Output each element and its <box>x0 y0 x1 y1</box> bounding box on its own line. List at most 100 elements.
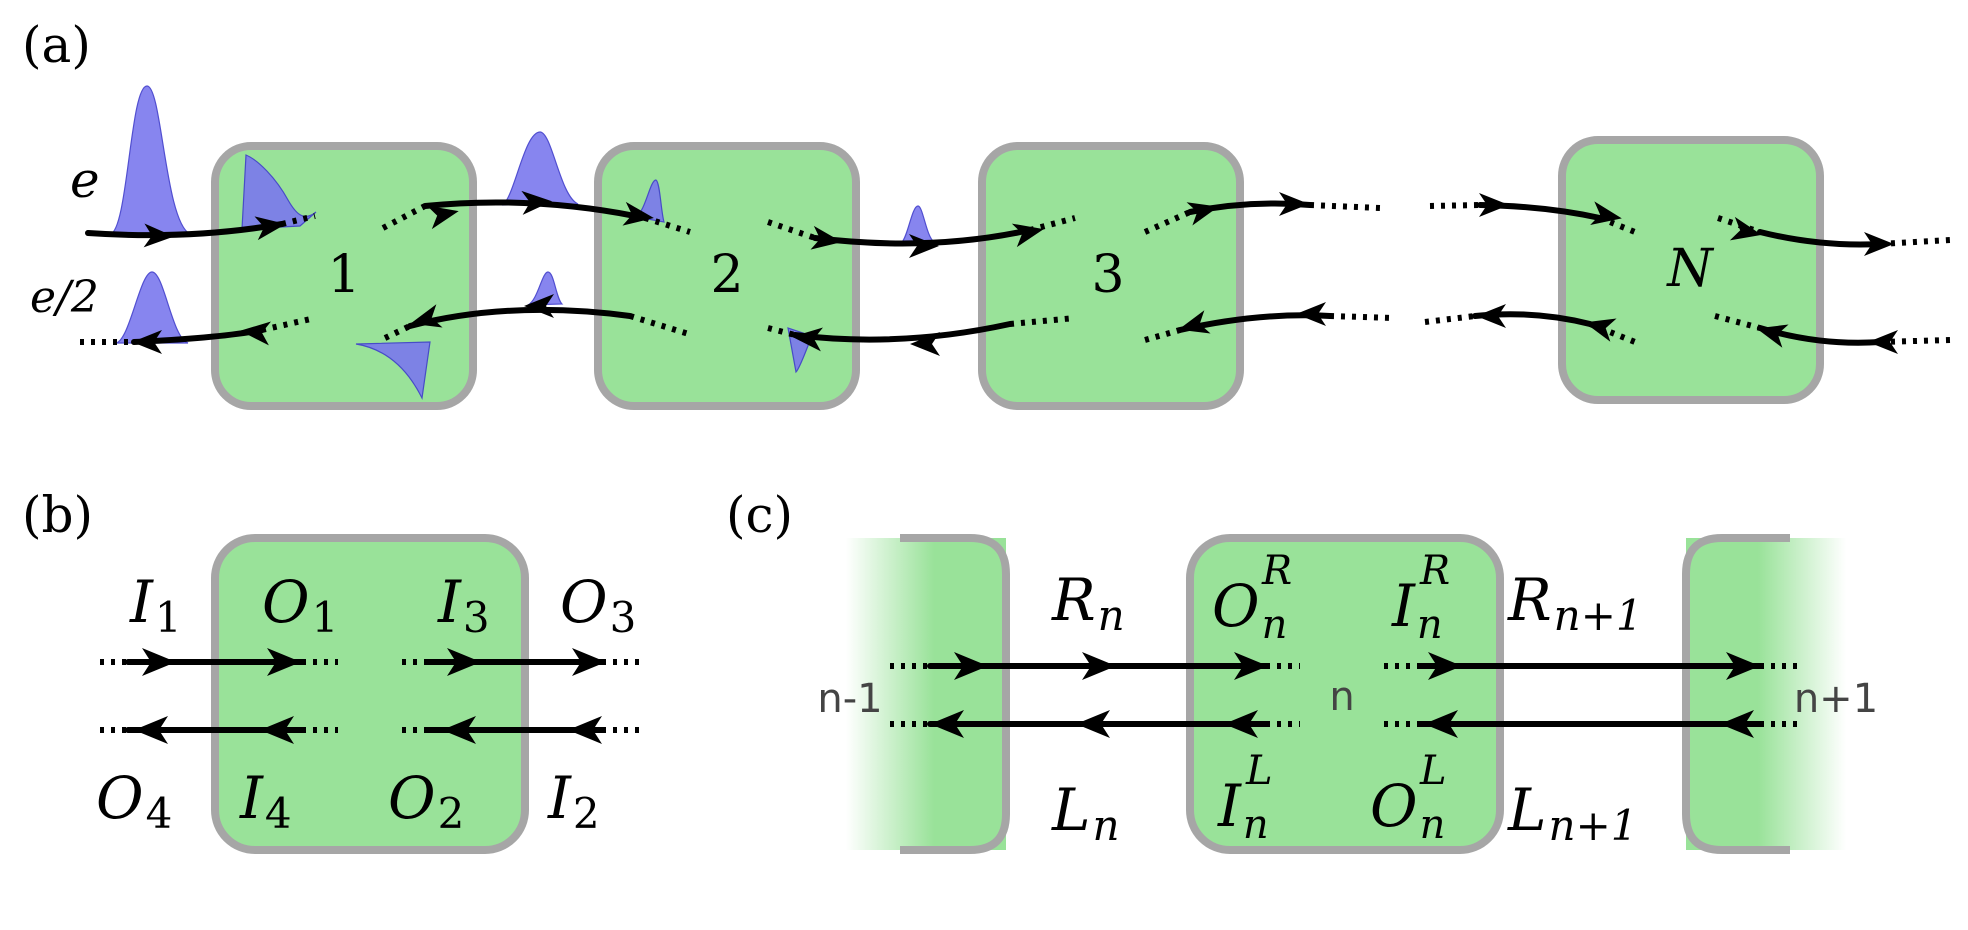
arrowhead-a3 <box>426 205 459 230</box>
port-O2: O2 <box>388 764 464 838</box>
arrowhead-b8 <box>568 716 602 744</box>
arrowhead-a19 <box>792 327 823 352</box>
arrowhead-a5 <box>622 201 654 226</box>
arrowhead-c1 <box>954 652 988 680</box>
dots-a21 <box>1588 321 1637 345</box>
panel-c-label: (c) <box>726 486 793 544</box>
port-O4: O4 <box>96 764 172 838</box>
arrowhead-a21 <box>1178 310 1211 334</box>
arrowhead-b3 <box>447 648 481 676</box>
node-n-plus-1: n+1 <box>1794 676 1878 722</box>
label-O-n-R-sup: R <box>1261 548 1292 594</box>
label-R-n: Rn <box>1051 566 1125 640</box>
port-I4: I4 <box>239 764 292 838</box>
arrowhead-a11 <box>1479 193 1509 217</box>
panel-c: (c) <box>726 486 1878 854</box>
box-c-left <box>846 538 1006 850</box>
dots-a23 <box>1879 337 1951 345</box>
arrowhead-a13 <box>1729 216 1762 241</box>
arrowhead-a6 <box>810 225 842 250</box>
wavepacket-top-1-2 <box>501 131 579 206</box>
dots-a5 <box>1029 215 1076 233</box>
node-n: n <box>1329 674 1354 720</box>
box-c-center <box>1186 534 1504 854</box>
wavepacket-top-2-3 <box>900 205 936 243</box>
label-O-n-L: On <box>1370 772 1445 848</box>
charge-e-label: e <box>70 151 100 209</box>
arrowhead-a15 <box>132 330 162 354</box>
wavepacket-outgoing-half-e <box>115 271 189 344</box>
arrowhead-a17 <box>410 304 443 328</box>
wavepacket-box2-top <box>634 179 665 223</box>
box-c-left-border <box>900 534 1010 854</box>
dots-a6 <box>1143 209 1192 235</box>
wavepacket-incoming-e <box>109 85 191 235</box>
edge-bottom-2-1 <box>407 306 633 329</box>
label-I-n-L: In <box>1217 772 1269 848</box>
port-I3: I3 <box>437 568 490 642</box>
port-I2: I2 <box>547 764 600 838</box>
arrowheads-b <box>134 648 606 744</box>
box-c-right-border <box>1682 534 1790 854</box>
dots-a22 <box>1714 313 1761 331</box>
label-R-n-plus-1: Rn+1 <box>1507 566 1643 640</box>
arrowhead-a8 <box>1011 223 1044 248</box>
arrowhead-a12 <box>1590 201 1622 226</box>
label-O-n-L-sup: L <box>1419 748 1447 794</box>
arrowhead-a2 <box>254 216 286 241</box>
dots-a20 <box>1424 313 1476 325</box>
arrowhead-a10 <box>1279 192 1309 216</box>
edge-top-input-1 <box>85 221 285 239</box>
arrowhead-c9 <box>1424 710 1458 738</box>
arrowhead-a24 <box>1584 318 1617 342</box>
arrowhead-c5 <box>1726 652 1760 680</box>
arrowhead-c10 <box>1720 710 1754 738</box>
box-b <box>211 534 529 854</box>
dots-a9 <box>1598 215 1642 237</box>
box-n <box>1558 136 1824 404</box>
node-n-minus-1: n-1 <box>817 676 882 722</box>
box-2-label: 2 <box>710 245 743 305</box>
port-O1: O1 <box>262 568 338 642</box>
wavepacket-reflected-1 <box>355 341 431 400</box>
arrowhead-a1 <box>143 223 174 248</box>
arrowhead-c7 <box>1076 710 1110 738</box>
label-I-n-L-sup: L <box>1245 748 1273 794</box>
arrowhead-b4 <box>572 648 606 676</box>
panel-b: (b) I1 O1 I3 O3 O4 I4 O2 I2 <box>22 486 642 854</box>
port-O3: O3 <box>560 568 636 642</box>
arrowhead-a9 <box>1186 202 1219 226</box>
arrowhead-a18 <box>524 294 554 318</box>
arrowhead-b7 <box>442 716 476 744</box>
charge-half-e-label: e/2 <box>30 272 99 323</box>
port-I1: I1 <box>129 568 182 642</box>
label-I-n-R-sup: R <box>1419 548 1450 594</box>
arrowhead-c4 <box>1428 652 1462 680</box>
dots-a4 <box>767 219 816 241</box>
arrowhead-c8 <box>1224 710 1258 738</box>
dots-a16 <box>767 325 796 338</box>
arrowhead-a4 <box>521 190 552 215</box>
arrowhead-a22 <box>1296 302 1326 326</box>
arrowheads-a <box>132 190 1898 356</box>
arrowhead-a16 <box>240 321 271 346</box>
arrowhead-a23 <box>1476 304 1506 328</box>
arrowhead-a25 <box>1756 324 1789 348</box>
box-3-label: 3 <box>1091 245 1124 305</box>
arrowheads-c <box>930 652 1760 738</box>
dots-a13 <box>261 315 316 333</box>
dots-a14 <box>383 323 412 341</box>
label-I-n-R: In <box>1391 572 1443 648</box>
panel-a: (a) 1 2 3 N e e/2 <box>22 16 1951 410</box>
label-L-n-plus-1: Ln+1 <box>1507 776 1637 850</box>
arrowhead-a20 <box>910 332 940 356</box>
wavepacket-box1-inner <box>241 154 317 230</box>
dots-a8 <box>1429 202 1481 209</box>
label-O-n-R: On <box>1212 572 1287 648</box>
box-c-right <box>1686 538 1846 850</box>
box-1-label: 1 <box>327 245 360 305</box>
arrowhead-b2 <box>267 648 301 676</box>
arrowhead-c3 <box>1234 652 1268 680</box>
dots-a7 <box>1309 202 1381 211</box>
